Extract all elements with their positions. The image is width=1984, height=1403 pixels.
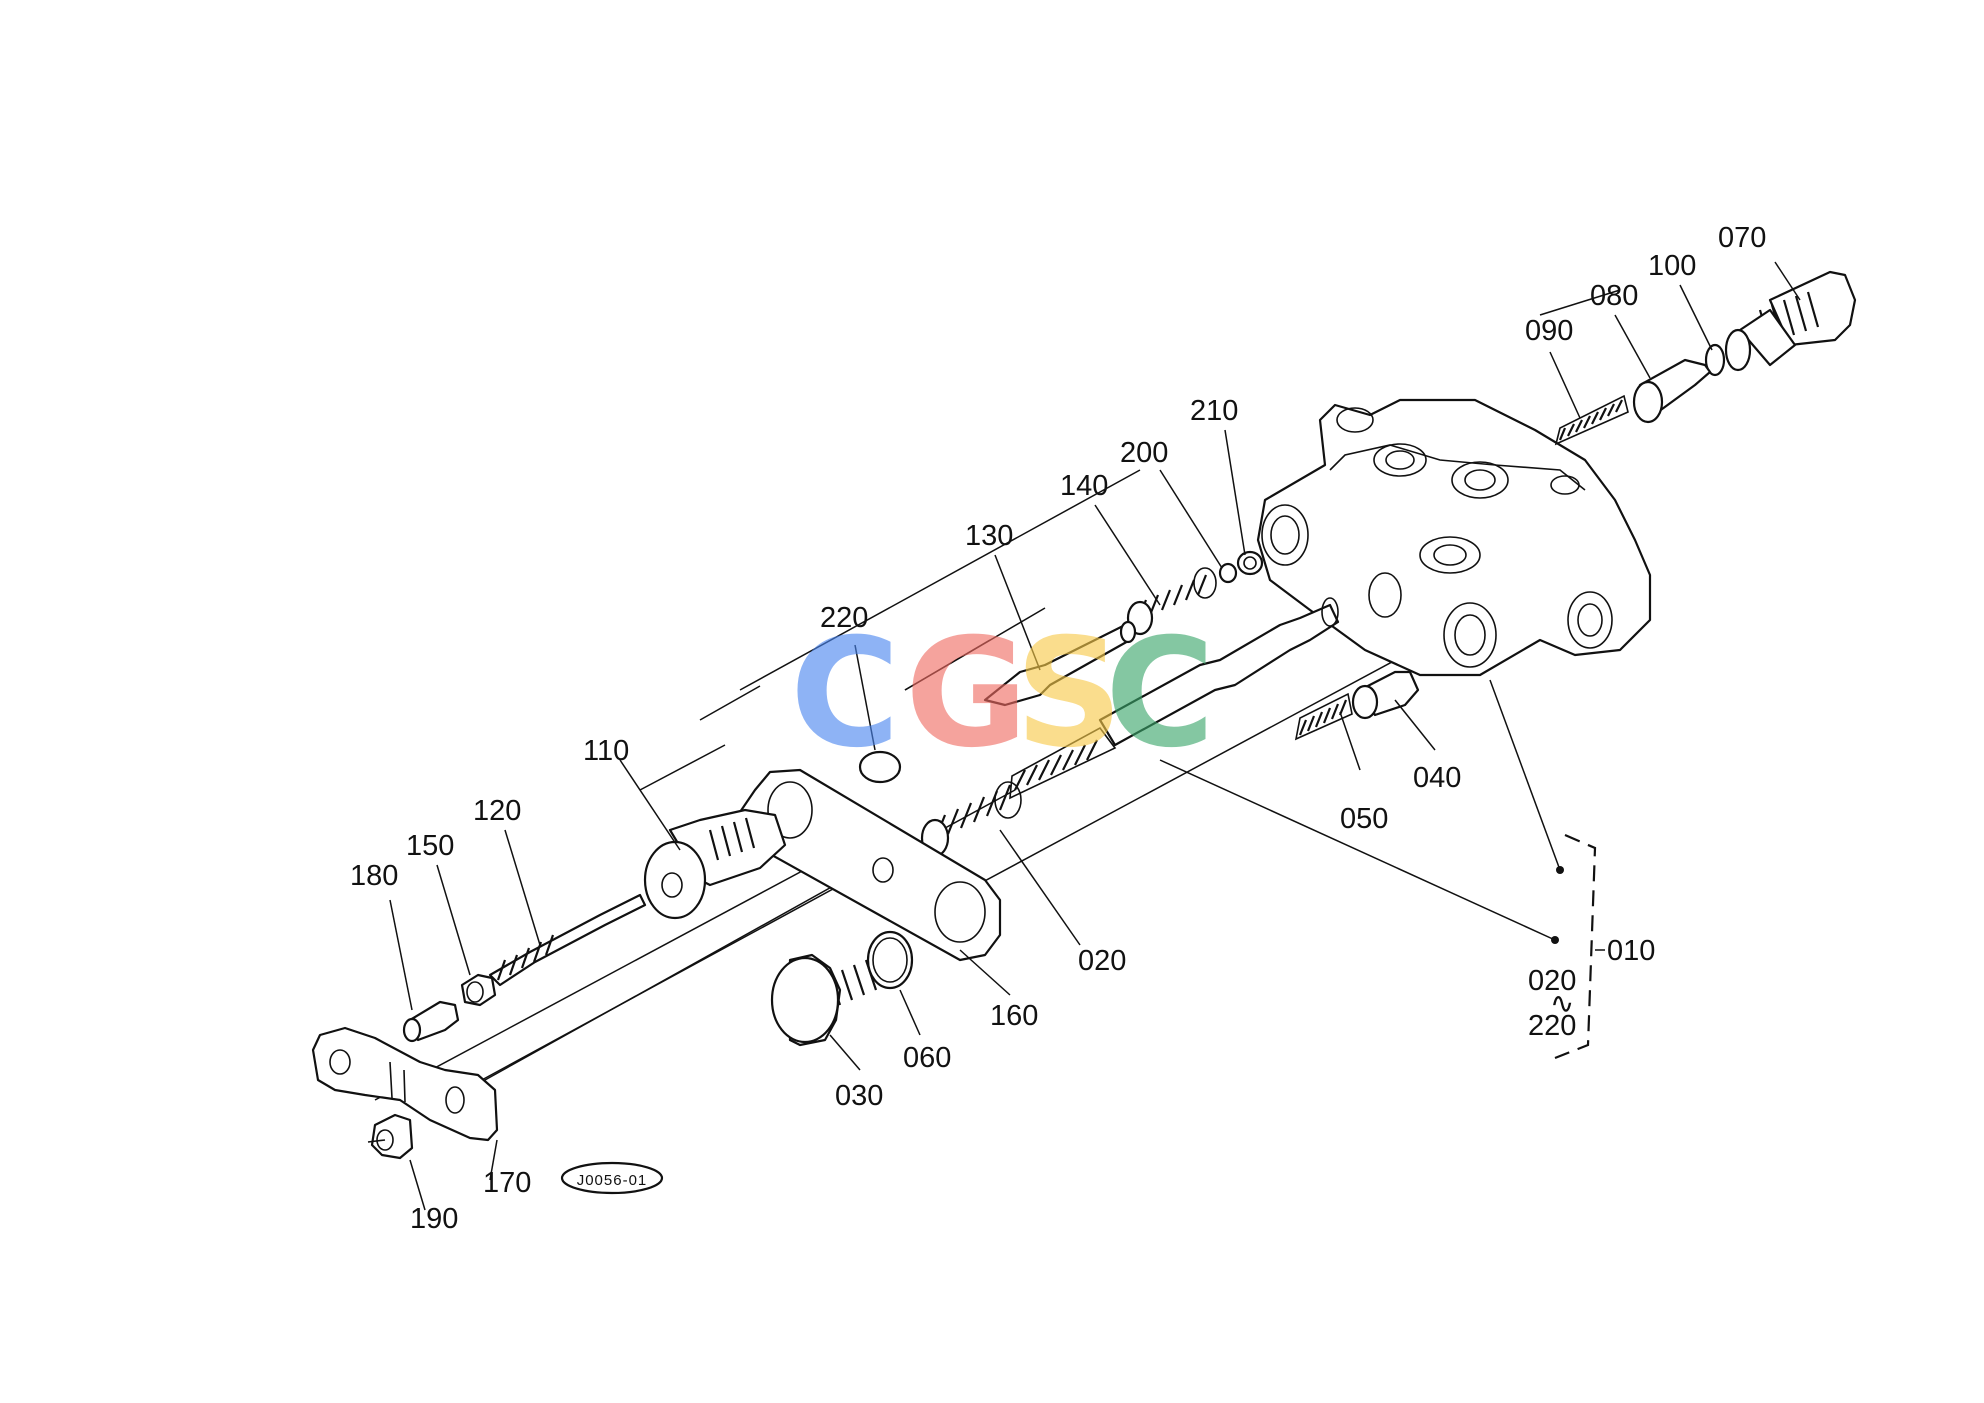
diagram-code-stamp: J0056-01 — [560, 1161, 664, 1195]
part-170-lever — [311, 1026, 499, 1142]
part-030-plug — [770, 953, 878, 1047]
label-060: 060 — [903, 1042, 951, 1074]
label-130: 130 — [965, 520, 1013, 552]
label-range-start: 020 — [1528, 965, 1576, 997]
part-200-oring — [1218, 562, 1238, 584]
callout-lines — [389, 261, 1801, 1211]
watermark-logo: C G S C — [790, 607, 1215, 781]
watermark-letter-3: S — [1015, 607, 1123, 781]
label-020: 020 — [1078, 945, 1126, 977]
label-030: 030 — [835, 1080, 883, 1112]
part-220-oring — [858, 750, 902, 784]
part-080-poppet — [1632, 358, 1712, 424]
label-170: 170 — [483, 1167, 531, 1199]
spool — [1009, 597, 1340, 800]
label-210: 210 — [1190, 395, 1238, 427]
label-090: 090 — [1525, 315, 1573, 347]
label-range-sep: ∿ — [1550, 988, 1574, 1020]
part-110-valve — [643, 808, 787, 920]
label-160: 160 — [990, 1000, 1038, 1032]
label-080: 080 — [1590, 280, 1638, 312]
label-010: 010 — [1607, 935, 1655, 967]
part-090-spring — [1554, 394, 1629, 446]
label-200: 200 — [1120, 437, 1168, 469]
label-190: 190 — [410, 1203, 458, 1235]
part-040-poppet — [1351, 670, 1420, 720]
part-150-nut — [460, 973, 497, 1007]
part-labels: 070 100 080 090 210 200 140 130 220 110 … — [350, 222, 1766, 1235]
valve-body — [1256, 398, 1652, 677]
part-100-oring — [1704, 343, 1726, 377]
label-040: 040 — [1413, 762, 1461, 794]
diagram-code: J0056-01 — [577, 1172, 648, 1189]
label-150: 150 — [406, 830, 454, 862]
watermark-letter-1: C — [790, 607, 900, 781]
part-070-plug — [1724, 270, 1857, 372]
part-210-ring — [1236, 550, 1264, 576]
label-140: 140 — [1060, 470, 1108, 502]
label-220: 220 — [820, 602, 868, 634]
label-110: 110 — [583, 735, 629, 767]
watermark-letter-4: C — [1105, 607, 1215, 781]
label-100: 100 — [1648, 250, 1696, 282]
part-130-needle — [983, 620, 1137, 707]
part-060-oring — [866, 930, 914, 990]
label-range-end: 220 — [1528, 1010, 1576, 1042]
part-190-nut — [367, 1113, 414, 1160]
part-010-bracket — [1554, 833, 1597, 1060]
label-070: 070 — [1718, 222, 1766, 254]
part-160-plate — [736, 768, 1002, 962]
part-120-rod — [488, 893, 647, 987]
label-120: 120 — [473, 795, 521, 827]
part-050-spring — [1294, 692, 1353, 741]
watermark-letter-2: G — [905, 607, 1028, 781]
label-180: 180 — [350, 860, 398, 892]
label-050: 050 — [1340, 803, 1388, 835]
part-180-pin — [402, 1000, 460, 1043]
part-020-spring — [920, 781, 1022, 858]
